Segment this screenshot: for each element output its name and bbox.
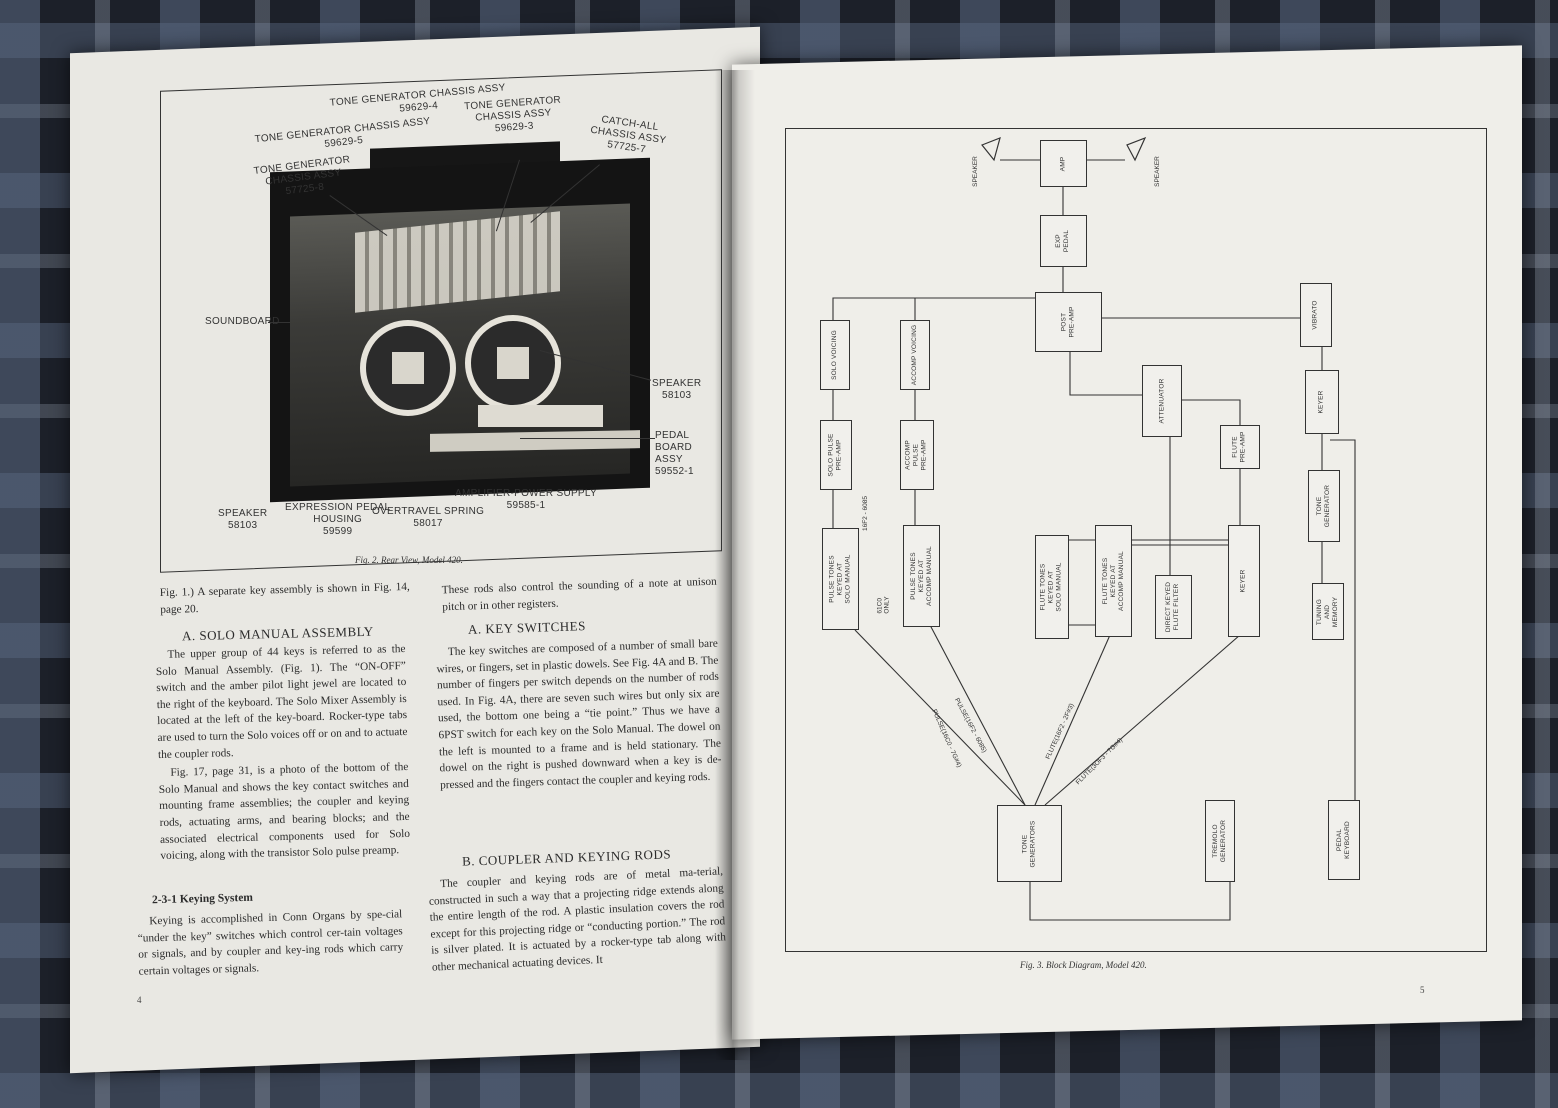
connector <box>1029 880 1231 921</box>
leader-line <box>520 438 655 439</box>
label-bus-16f2: 16F2 - 6085 <box>862 495 870 532</box>
figure-caption: Fig. 2. Rear View, Model 420. <box>355 555 463 565</box>
box-accomp-voicing: ACCOMP VOICING <box>900 320 930 390</box>
connector <box>1069 350 1142 396</box>
connector <box>1330 439 1356 800</box>
diagram-caption: Fig. 3. Block Diagram, Model 420. <box>1020 960 1147 970</box>
connector <box>929 624 1026 806</box>
connector <box>832 488 916 528</box>
box-pulse-tones-solo: PULSE TONES KEYED AT SOLO MANUAL <box>822 528 859 630</box>
page-number-left: 4 <box>137 995 142 1005</box>
connector <box>1044 634 1241 806</box>
box-tremolo-generator: TREMOLO GENERATOR <box>1205 800 1235 882</box>
box-vibrato: VIBRATO <box>1300 283 1332 347</box>
box-tone-generator: TONE GENERATOR <box>1308 470 1340 542</box>
box-tone-generators: TONE GENERATORS <box>997 805 1062 882</box>
label-speaker-right: SPEAKER <box>1153 156 1161 187</box>
speaker-right-symbol <box>1126 136 1147 162</box>
connector <box>1180 399 1241 425</box>
box-accomp-pulse-preamp: ACCOMP PULSE PRE-AMP <box>900 420 934 490</box>
book-gutter <box>715 70 755 1060</box>
box-tuning-memory: TUNING AND MEMORY <box>1312 583 1344 640</box>
leader-line <box>268 322 290 323</box>
box-flute-preamp: FLUTE PRE-AMP <box>1220 425 1260 469</box>
box-solo-pulse-preamp: SOLO PULSE PRE-AMP <box>820 420 852 490</box>
box-pedal-keyboard: PEDAL KEYBOARD <box>1328 800 1360 880</box>
box-pulse-tones-accomp: PULSE TONES KEYED AT ACCOMP MANUAL <box>903 525 940 627</box>
callout-soundboard: SOUNDBOARD <box>205 316 280 327</box>
box-amp: AMP <box>1040 140 1087 187</box>
connector <box>1065 539 1228 626</box>
speaker-left-symbol <box>981 137 1001 162</box>
box-solo-voicing: SOLO VOICING <box>820 320 850 390</box>
label-speaker-left: SPEAKER <box>971 156 979 187</box>
connector <box>832 297 1040 320</box>
label-61c0-only: 61C0 ONLY <box>876 596 891 614</box>
box-flute-tones-accomp: FLUTE TONES KEYED AT ACCOMP MANUAL <box>1095 525 1132 637</box>
box-direct-keyed-filter: DIRECT KEYED FLUTE FILTER <box>1155 575 1192 639</box>
amplifier-image <box>478 405 603 427</box>
page-number-right: 5 <box>1420 985 1425 995</box>
box-keyer-mid: KEYER <box>1228 525 1260 637</box>
box-keyer-top: KEYER <box>1305 370 1339 434</box>
box-exp-pedal: EXP PEDAL <box>1040 215 1087 267</box>
connector <box>832 388 916 420</box>
connector <box>1034 634 1111 806</box>
box-attenuator: ATTENUATOR <box>1142 365 1182 437</box>
block-diagram-frame <box>785 128 1487 952</box>
box-post-preamp: POST PRE-AMP <box>1035 292 1102 352</box>
connector <box>854 629 1026 806</box>
box-flute-tones-solo: FLUTE TONES KEYED AT SOLO MANUAL <box>1035 535 1069 639</box>
speaker-left-image <box>360 320 456 416</box>
